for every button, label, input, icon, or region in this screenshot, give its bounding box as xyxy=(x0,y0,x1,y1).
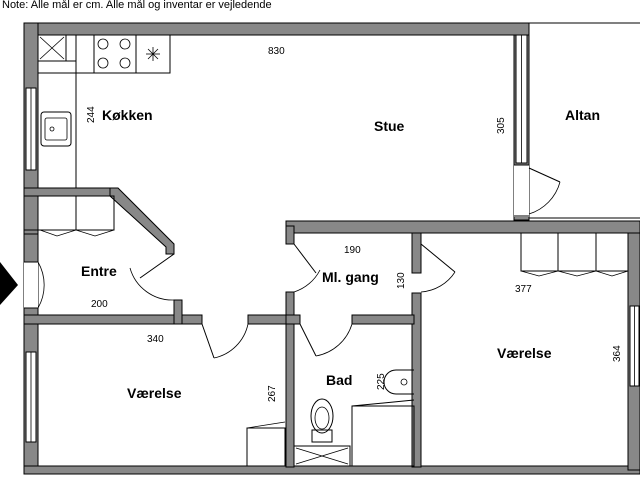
stove-icon xyxy=(93,34,171,74)
bath-cabinet-x-icon xyxy=(293,445,351,467)
altan-outline xyxy=(514,22,640,219)
entre-wardrobe xyxy=(37,195,115,237)
room-label-vaerelse-right: Værelse xyxy=(497,345,552,361)
dim-244: 244 xyxy=(86,106,97,123)
room-label-gang: Ml. gang xyxy=(322,269,379,285)
room-label-kokken: Køkken xyxy=(102,107,153,123)
dim-305: 305 xyxy=(496,117,507,134)
entrance-arrow-icon xyxy=(0,262,18,305)
walls xyxy=(23,22,640,475)
left-bedroom-cabinet xyxy=(246,421,286,467)
bedroom-wardrobe xyxy=(520,232,629,277)
dim-377: 377 xyxy=(515,284,532,295)
windows xyxy=(24,34,640,443)
cabinet-x-icon xyxy=(37,34,67,62)
room-label-altan: Altan xyxy=(565,107,600,123)
sink-icon xyxy=(40,111,72,147)
doors xyxy=(37,243,456,359)
room-label-bad: Bad xyxy=(326,372,352,388)
dim-130: 130 xyxy=(396,272,407,289)
plan-note: Note: Alle mål er cm. Alle mål og invent… xyxy=(2,0,272,11)
dim-267: 267 xyxy=(267,385,278,402)
washbasin-icon xyxy=(383,369,414,395)
toilet-icon xyxy=(310,398,334,443)
dim-830: 830 xyxy=(268,46,285,57)
room-label-entre: Entre xyxy=(81,263,117,279)
kitchen-counter xyxy=(38,35,170,188)
dim-200: 200 xyxy=(91,299,108,310)
dim-190: 190 xyxy=(344,245,361,256)
dim-340: 340 xyxy=(147,334,164,345)
shower-area xyxy=(351,399,415,467)
dim-225: 225 xyxy=(376,373,387,390)
dim-364: 364 xyxy=(612,345,623,362)
room-label-stue: Stue xyxy=(374,118,405,134)
room-label-vaerelse-left: Værelse xyxy=(127,385,182,401)
